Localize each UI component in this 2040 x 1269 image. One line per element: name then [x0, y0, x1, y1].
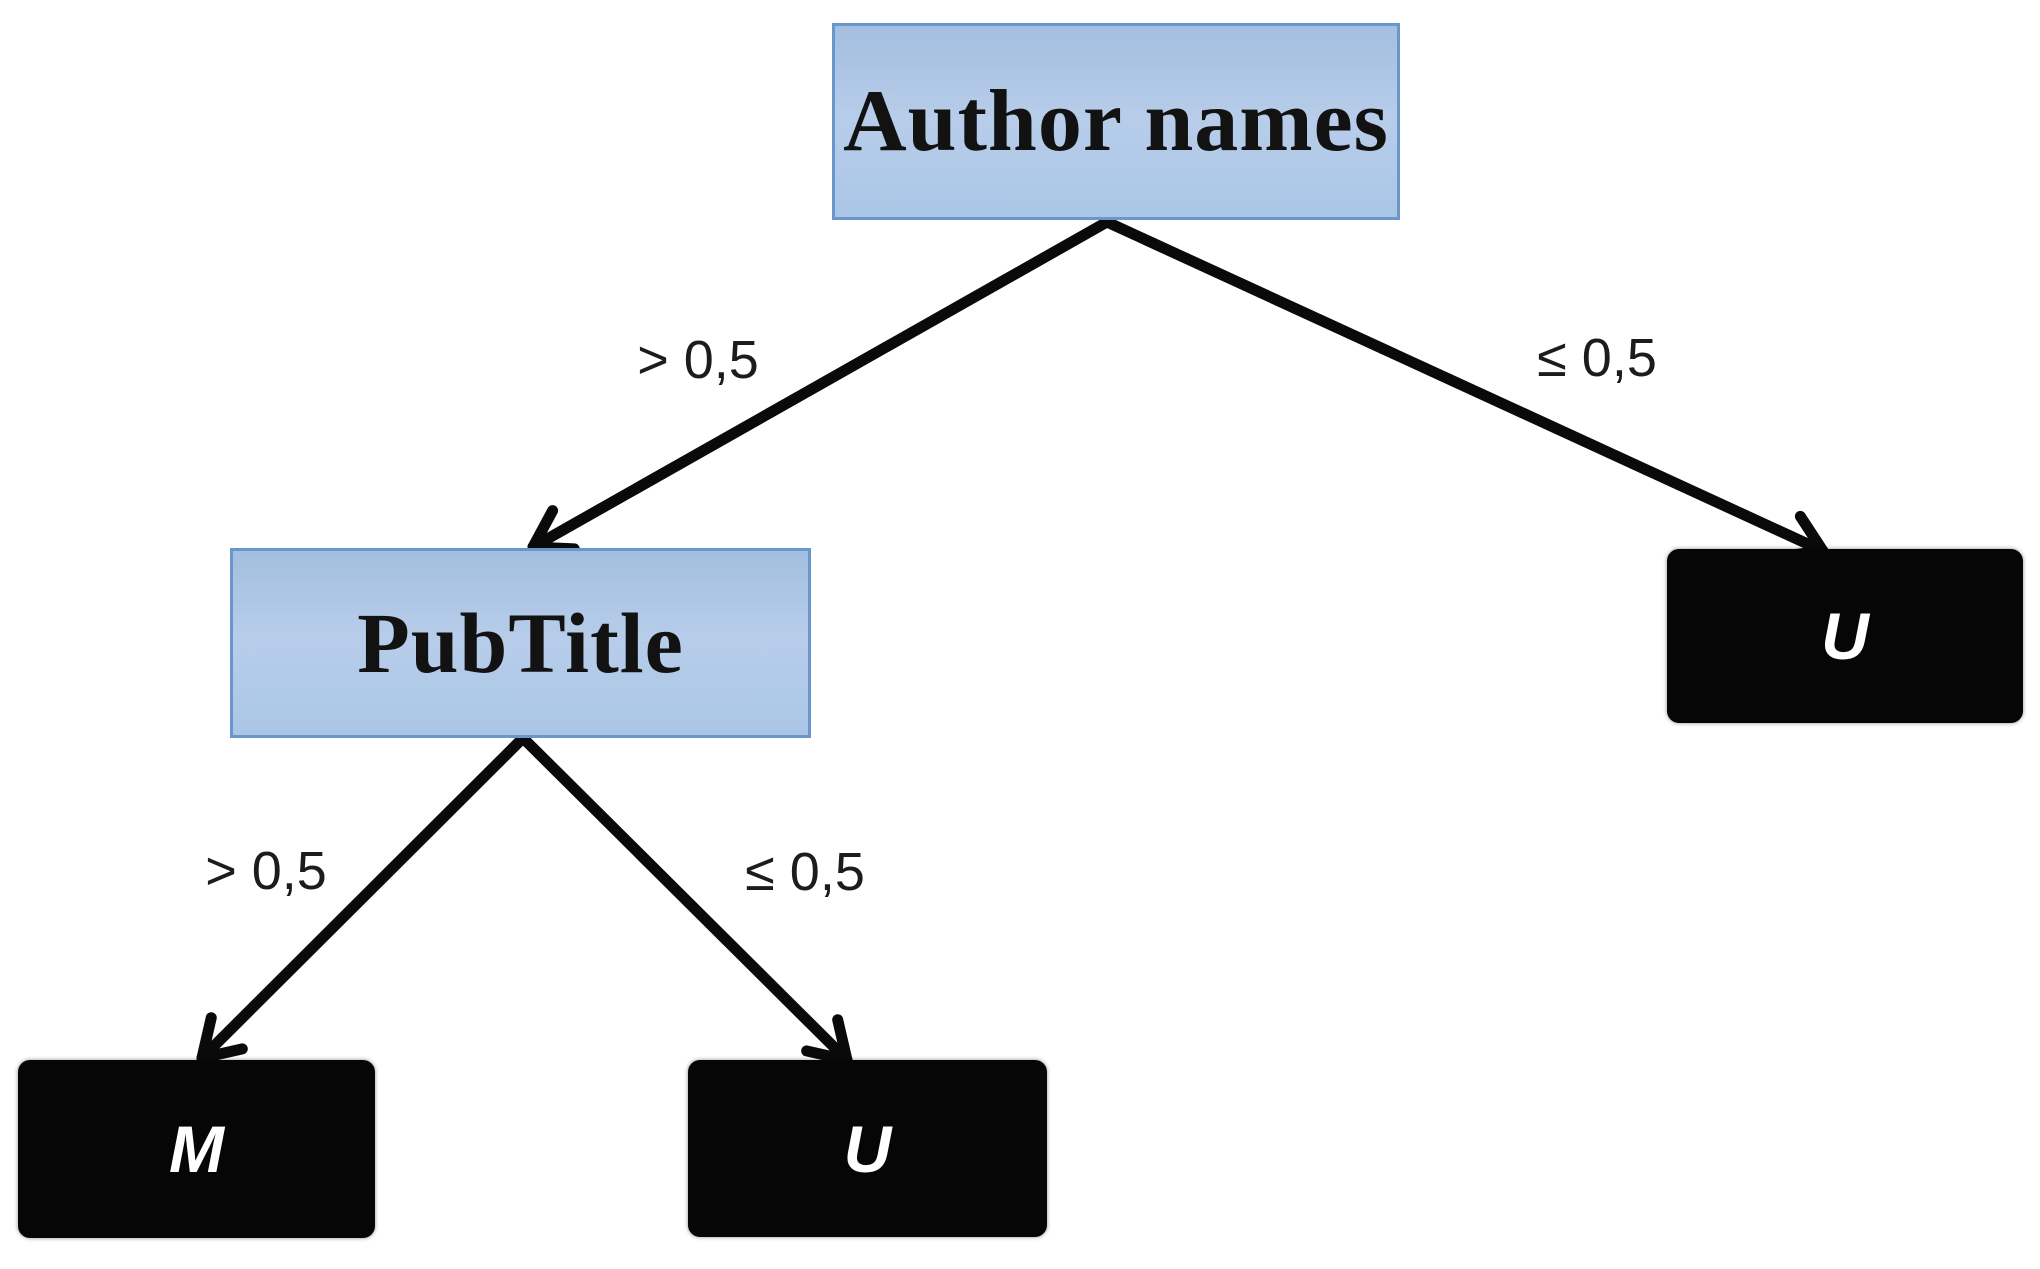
- leaf-label: U: [1821, 599, 1869, 673]
- edge-label-le-05-right: ≤ 0,5: [1537, 328, 1657, 388]
- edge-pubtitle-to-leaf-u-mid: [517, 732, 853, 1066]
- leaf-node-u-right: U: [1667, 549, 2023, 723]
- leaf-label: U: [843, 1111, 892, 1186]
- edge-pubtitle-to-leaf-m: [196, 732, 529, 1064]
- edge-root-to-pubtitle: [527, 216, 1113, 555]
- edge-label-gt-05-left: > 0,5: [637, 330, 759, 390]
- leaf-node-m: M: [18, 1060, 375, 1238]
- leaf-node-u-middle: U: [688, 1060, 1047, 1237]
- decision-node-pubtitle: PubTitle: [230, 548, 811, 738]
- edge-label-gt-05-lower-left: > 0,5: [205, 841, 327, 901]
- leaf-label: M: [169, 1112, 224, 1186]
- edge-root-to-leaf-u-right: [1101, 216, 1829, 562]
- node-label: Author names: [843, 73, 1389, 170]
- edge-label-le-05-lower-mid: ≤ 0,5: [745, 842, 865, 902]
- node-label: PubTitle: [357, 595, 684, 691]
- decision-node-author-names: Author names: [832, 23, 1400, 220]
